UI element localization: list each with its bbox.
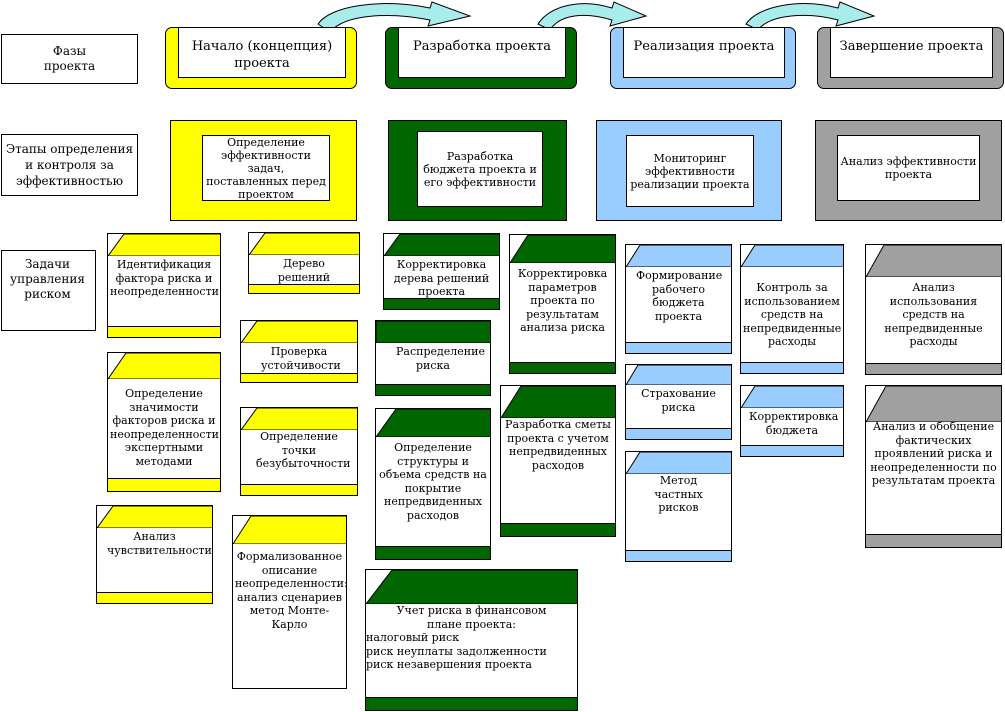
task-stability-label: Проверка устойчивости <box>261 345 341 372</box>
task-tree-adjustment: Корректировка дерева решений проекта <box>383 233 500 310</box>
corner-icon <box>241 408 357 430</box>
stage-efficiency-definition-label: Определение эффективности задач, поставл… <box>202 135 330 201</box>
task-decision-tree-label: Дерево решений <box>277 257 331 284</box>
task-budget-adjustment-label: Корректировка бюджета <box>749 410 839 437</box>
phase-start-label: Начало (концепция) проекта <box>178 28 346 78</box>
stage-analysis-label: Анализ эффективности проекта <box>837 135 980 201</box>
task-risk-identification-label: Идентификация фактора риска и неопределе… <box>110 258 219 298</box>
arrow-3-icon <box>745 1 876 31</box>
task-tree-adjustment-label: Корректировка дерева решений проекта <box>393 258 490 298</box>
corner-icon <box>97 506 212 528</box>
row-label-phases: Фазы проекта <box>1 34 138 84</box>
task-decision-tree: Дерево решений <box>248 232 360 294</box>
task-stability: Проверка устойчивости <box>240 320 358 383</box>
corner-icon <box>741 245 843 267</box>
corner-icon <box>626 245 731 267</box>
corner-icon <box>501 386 615 418</box>
task-risk-distribution: Распределение риска <box>375 320 491 396</box>
stage-analysis: Анализ эффективности проекта <box>815 120 1002 221</box>
arrow-2-icon <box>537 1 648 31</box>
corner-icon <box>626 365 731 385</box>
corner-icon <box>366 570 577 604</box>
corner-icon <box>241 321 357 343</box>
task-financial-plan-item-2: риск неуплаты задолженности <box>366 644 547 658</box>
task-sensitivity: Анализ чувствительности <box>96 505 213 604</box>
task-financial-plan: Учет риска в финансовом плане проекта: н… <box>365 569 578 711</box>
phase-implementation: Реализация проекта <box>610 27 796 89</box>
stage-budget-label: Разработка бюджета проекта и его эффекти… <box>417 131 543 207</box>
task-breakeven-label: Определение точки безубыточности <box>256 430 351 470</box>
task-final-analysis: Анализ и обобщение фактических проявлени… <box>865 385 1002 548</box>
corner-icon <box>384 234 499 256</box>
corner-icon <box>376 409 490 437</box>
task-risk-distribution-label: Распределение риска <box>396 345 485 372</box>
corner-icon <box>233 516 346 544</box>
phase-implementation-label: Реализация проекта <box>623 28 785 78</box>
task-param-adjustment-label: Корректировка параметров проекта по резу… <box>517 267 608 334</box>
phase-development: Разработка проекта <box>385 27 577 89</box>
task-estimate-label: Разработка сметы проекта с учетом непред… <box>505 418 611 472</box>
task-reserve-analysis-label: Анализ использования средств на непредви… <box>884 281 983 348</box>
corner-icon <box>626 452 731 474</box>
task-reserve-control: Контроль за использованием средств на не… <box>740 244 844 374</box>
corner-icon <box>376 321 490 343</box>
corner-icon <box>108 234 220 256</box>
corner-icon <box>249 233 359 255</box>
task-final-analysis-label: Анализ и обобщение фактических проявлени… <box>870 420 997 487</box>
phase-start: Начало (концепция) проекта <box>165 27 357 89</box>
corner-icon <box>866 245 1001 277</box>
row-label-tasks: Задачи управления риском <box>1 250 96 331</box>
task-significance-label: Определение значимости факторов риска и … <box>110 387 219 468</box>
task-estimate: Разработка сметы проекта с учетом непред… <box>500 385 616 537</box>
task-reserve-structure: Определение структуры и объема средств н… <box>375 408 491 560</box>
task-insurance-label: Страхование риска <box>641 387 716 414</box>
task-financial-plan-text: Учет риска в финансовом плане проекта: н… <box>366 604 577 672</box>
task-reserve-analysis: Анализ использования средств на непредви… <box>865 244 1002 375</box>
task-insurance: Страхование риска <box>625 364 732 440</box>
stage-monitoring: Мониторинг эффективности реализации прое… <box>596 120 782 221</box>
phase-completion-label: Завершение проекта <box>830 28 993 78</box>
task-working-budget-label: Формирование рабочего бюджета проекта <box>636 269 723 323</box>
task-financial-plan-item-3: риск незавершения проекта <box>366 658 532 671</box>
task-param-adjustment: Корректировка параметров проекта по резу… <box>509 234 616 374</box>
task-working-budget: Формирование рабочего бюджета проекта <box>625 244 732 354</box>
task-reserve-structure-label: Определение структуры и объема средств н… <box>379 441 487 522</box>
task-sensitivity-label: Анализ чувствительности <box>107 530 212 557</box>
task-partial-risks-label: Метод частных рисков <box>654 474 703 514</box>
task-risk-identification: Идентификация фактора риска и неопределе… <box>107 233 221 338</box>
stage-efficiency-definition: Определение эффективности задач, поставл… <box>170 120 357 221</box>
phase-development-label: Разработка проекта <box>398 28 566 78</box>
stage-budget: Разработка бюджета проекта и его эффекти… <box>388 120 567 221</box>
task-significance: Определение значимости факторов риска и … <box>107 352 221 492</box>
arrow-1-icon <box>317 1 472 33</box>
task-partial-risks: Метод частных рисков <box>625 451 732 562</box>
task-reserve-control-label: Контроль за использованием средств на не… <box>743 281 842 348</box>
task-monte-carlo: Формализованное описание неопределенност… <box>232 515 347 689</box>
task-financial-plan-item-1: налоговый риск <box>366 631 460 644</box>
stage-monitoring-label: Мониторинг эффективности реализации прое… <box>626 135 754 207</box>
phase-completion: Завершение проекта <box>817 27 1004 89</box>
task-financial-plan-title: Учет риска в финансовом плане проекта: <box>396 604 547 631</box>
corner-icon <box>866 386 1001 422</box>
task-budget-adjustment: Корректировка бюджета <box>740 385 844 457</box>
task-breakeven: Определение точки безубыточности <box>240 407 358 496</box>
task-monte-carlo-label: Формализованное описание неопределенност… <box>235 550 347 631</box>
corner-icon <box>108 353 220 379</box>
phase-arrows <box>317 1 876 33</box>
row-label-stages: Этапы определения и контроля за эффектив… <box>1 134 138 196</box>
corner-icon <box>510 235 615 263</box>
corner-icon <box>741 386 843 408</box>
